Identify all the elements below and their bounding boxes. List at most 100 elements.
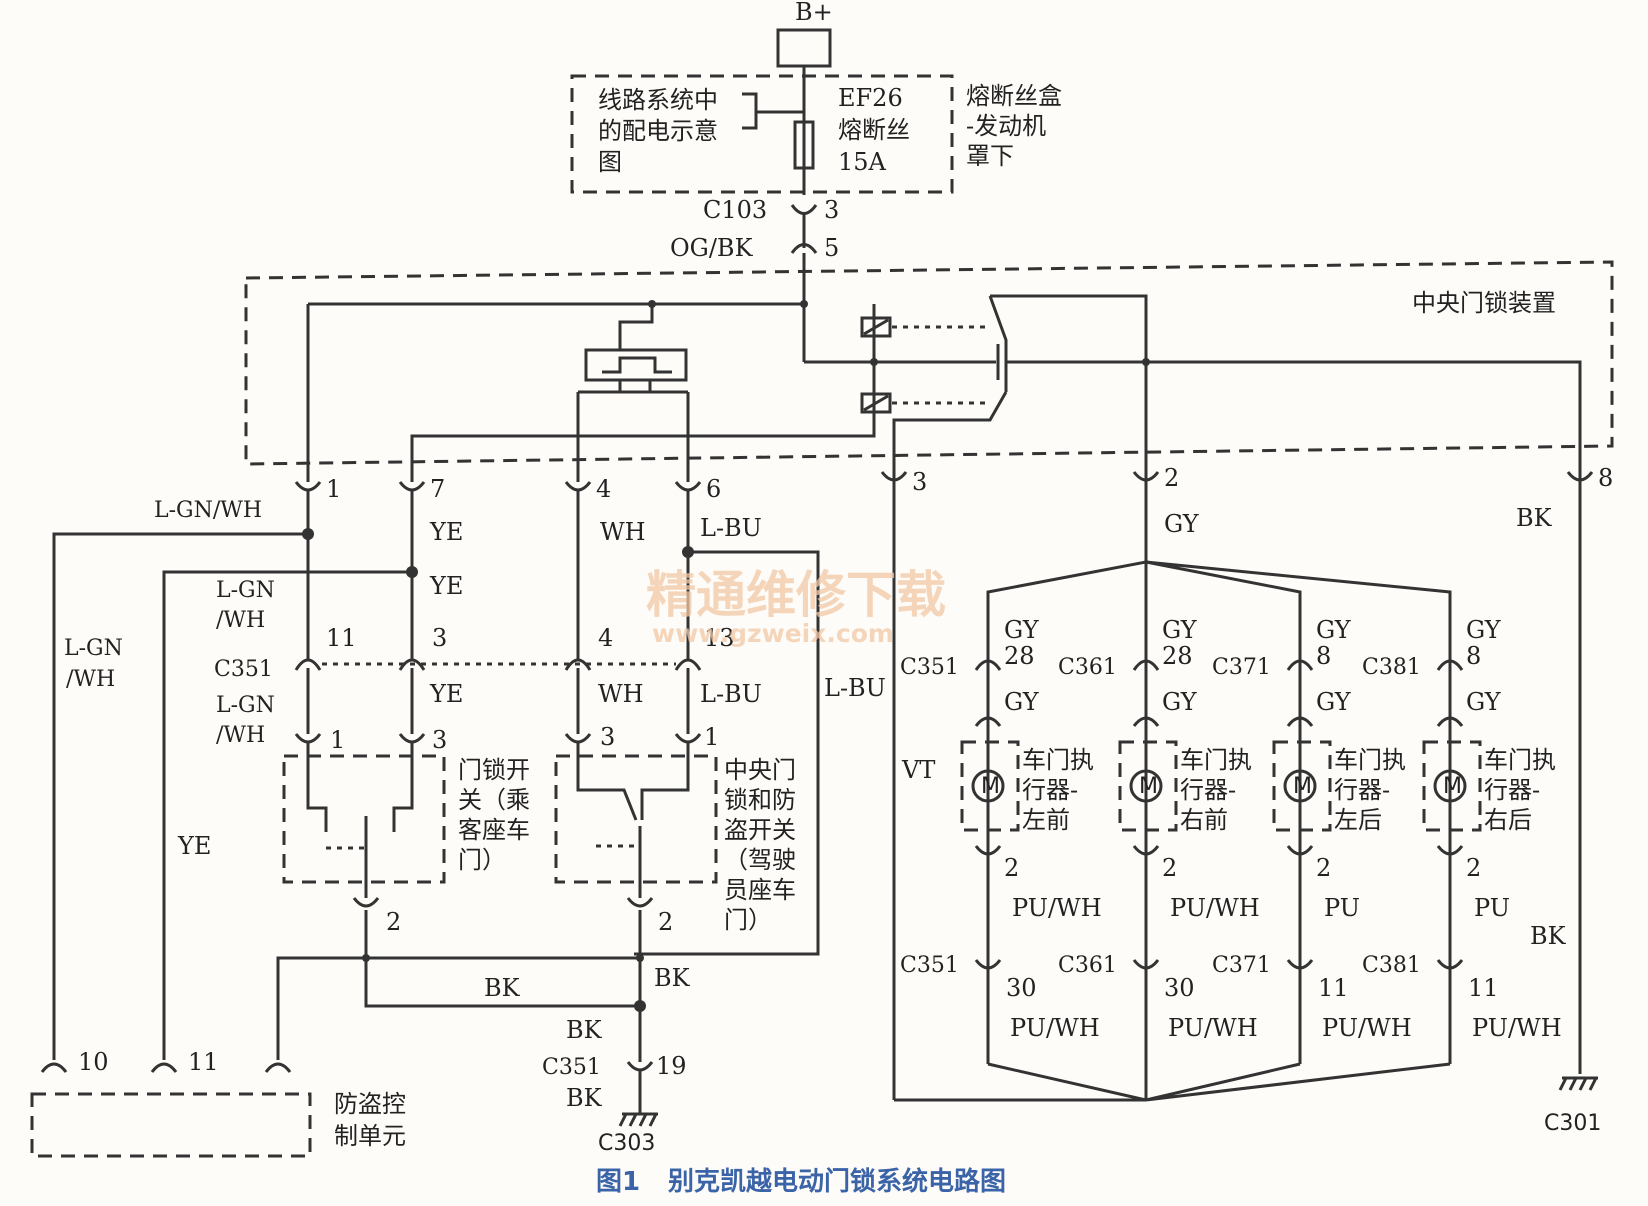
actuator-left-front-motor-icon bbox=[971, 769, 1005, 803]
actuator-left-rear-pin-out: 11 bbox=[1318, 974, 1349, 1002]
label-bk-2: BK bbox=[654, 964, 691, 992]
splice-bk bbox=[634, 1000, 646, 1012]
label-bk-4: BK bbox=[566, 1084, 603, 1112]
actuator-left-front-conn-out-label: C351 bbox=[900, 953, 959, 978]
fuse-desc-bracket bbox=[742, 92, 804, 130]
actuator-right-rear-pin-in: 8 bbox=[1466, 642, 1481, 670]
wire-lbu-return bbox=[634, 550, 820, 956]
actuator-right-front-puwh-label: PU/WH bbox=[1168, 1014, 1258, 1042]
junction-bk-2 bbox=[636, 954, 644, 962]
actuator-right-front-conn-in-label: C361 bbox=[1058, 655, 1117, 680]
caption-title: 别克凯越电动门锁系统电路图 bbox=[667, 1166, 1006, 1197]
passenger-sw-label-2: 关（乘 bbox=[458, 786, 530, 814]
fuse-desc-line2: 的配电示意 bbox=[598, 117, 718, 145]
timer-outputs bbox=[576, 380, 690, 425]
theft-unit-label-2: 制单元 bbox=[334, 1122, 406, 1150]
actuator-right-front-wire-out-label: PU/WH bbox=[1170, 894, 1260, 922]
caption-number: 图1 bbox=[596, 1167, 640, 1197]
driver-sw-pin-2: 2 bbox=[658, 908, 673, 936]
actuator-right-front-label-3: 右前 bbox=[1180, 806, 1228, 834]
fuse-location-line2: -发动机 bbox=[966, 112, 1046, 140]
actuator-right-rear-socket-bottom bbox=[1436, 845, 1464, 856]
actuator-left-rear-pin-in: 8 bbox=[1316, 642, 1331, 670]
driver-sw-label-1: 中央门 bbox=[724, 756, 796, 784]
actuator-left-front-wire-out-label: PU/WH bbox=[1012, 894, 1102, 922]
timer-module bbox=[584, 348, 688, 382]
driver-sw-label-6: 门） bbox=[724, 906, 772, 934]
relay-coil-lower-slash bbox=[863, 394, 889, 412]
actuator-left-rear-conn-in-socket bbox=[1286, 659, 1314, 671]
fuse-name: EF26 bbox=[838, 84, 903, 112]
c351-upper-pin-4: 4 bbox=[598, 624, 613, 652]
label-bk-1: BK bbox=[484, 974, 521, 1002]
actuator-left-front-socket-bottom bbox=[974, 845, 1002, 856]
fuse-box-outline bbox=[570, 74, 954, 194]
fuse-location-line3: 罩下 bbox=[966, 142, 1014, 170]
actuator-right-front-socket-top bbox=[1132, 716, 1160, 727]
battery-terminal bbox=[776, 28, 832, 68]
actuator-left-rear-gy-top: GY bbox=[1316, 616, 1352, 644]
c351-upper-label: C351 bbox=[214, 657, 273, 682]
junction-top bbox=[800, 300, 808, 308]
actuator-left-rear-gy-bottom: GY bbox=[1316, 688, 1352, 716]
theft-unit-outline bbox=[30, 1092, 312, 1158]
actuator-left-rear-wire-out-label: PU bbox=[1324, 894, 1360, 922]
passenger-sw-pin-1: 1 bbox=[330, 726, 345, 754]
actuator-left-rear-label-3: 左后 bbox=[1334, 806, 1382, 834]
actuator-right-rear-outline bbox=[1422, 740, 1482, 832]
actuator-left-front-label-3: 左前 bbox=[1022, 806, 1070, 834]
actuator-left-rear-pin-out-2: 2 bbox=[1316, 854, 1331, 882]
wire-return-bus bbox=[894, 1062, 1451, 1102]
label-ye-theft: YE bbox=[177, 832, 211, 860]
watermark-title: 精通维修下载 bbox=[646, 566, 946, 624]
relay-coil-lower bbox=[860, 392, 892, 414]
actuator-right-rear-socket-top bbox=[1436, 716, 1464, 727]
actuator-right-front-motor-icon bbox=[1129, 769, 1163, 803]
actuator-left-rear-motor-icon bbox=[1283, 769, 1317, 803]
actuator-right-front-outline bbox=[1118, 740, 1178, 832]
actuator-left-rear-motor-letter: M bbox=[1293, 774, 1312, 799]
passenger-sw-pin-2: 2 bbox=[386, 908, 401, 936]
splice-lgnwh bbox=[302, 528, 314, 540]
actuator-left-front-gy-bottom: GY bbox=[1004, 688, 1040, 716]
actuator-right-rear-puwh-label: PU/WH bbox=[1472, 1014, 1562, 1042]
actuator-left-rear-label-2: 行器- bbox=[1334, 776, 1390, 804]
actuator-right-front-conn-out-socket bbox=[1132, 959, 1160, 970]
passenger-sw-socket-2 bbox=[352, 897, 380, 908]
watermark-url: www.gzweix.com bbox=[652, 619, 894, 648]
actuator-right-front-gy-top: GY bbox=[1162, 616, 1198, 644]
junction-timer bbox=[648, 300, 656, 308]
unit-pin-3: 3 bbox=[912, 468, 927, 496]
actuator-right-front-pin-out: 30 bbox=[1164, 974, 1195, 1002]
actuator-left-rear-conn-out-socket bbox=[1286, 959, 1314, 970]
relay-coil-upper bbox=[860, 316, 892, 338]
theft-pin-11: 11 bbox=[188, 1048, 219, 1076]
actuator-right-rear-motor-letter: M bbox=[1443, 774, 1462, 799]
junction-pin2 bbox=[1142, 358, 1150, 366]
theft-pin-10: 10 bbox=[78, 1048, 109, 1076]
passenger-sw-label-4: 门） bbox=[458, 846, 506, 874]
driver-sw-pin-1: 1 bbox=[704, 723, 719, 751]
label-bk-c301: BK bbox=[1516, 504, 1553, 532]
actuator-left-rear-socket-top bbox=[1286, 716, 1314, 727]
theft-unit-sockets bbox=[40, 1062, 292, 1073]
c103-pin-top: 3 bbox=[824, 196, 839, 224]
label-lgnwh-2a: L-GN bbox=[216, 578, 275, 603]
actuator-right-rear-conn-in-socket bbox=[1436, 659, 1464, 671]
unit-pin-7: 7 bbox=[430, 475, 445, 503]
actuator-left-front-conn-in-label: C351 bbox=[900, 655, 959, 680]
ground-c301-label: C301 bbox=[1544, 1111, 1601, 1136]
actuator-right-rear-conn-in-label: C381 bbox=[1362, 655, 1421, 680]
driver-sw-pin-3: 3 bbox=[600, 723, 615, 751]
junction-relay bbox=[870, 358, 878, 366]
actuator-right-rear-label-2: 行器- bbox=[1484, 776, 1540, 804]
actuator-left-rear-socket-bottom bbox=[1286, 845, 1314, 856]
c351-ground-label: C351 bbox=[542, 1055, 601, 1080]
driver-sw-socket-2 bbox=[626, 897, 654, 908]
switch-sockets bbox=[294, 733, 702, 744]
c351-upper-pin-11: 11 bbox=[326, 624, 357, 652]
actuator-right-rear-gy-bottom: GY bbox=[1466, 688, 1502, 716]
fuse-symbol bbox=[793, 120, 815, 170]
timer-feed bbox=[618, 304, 654, 350]
